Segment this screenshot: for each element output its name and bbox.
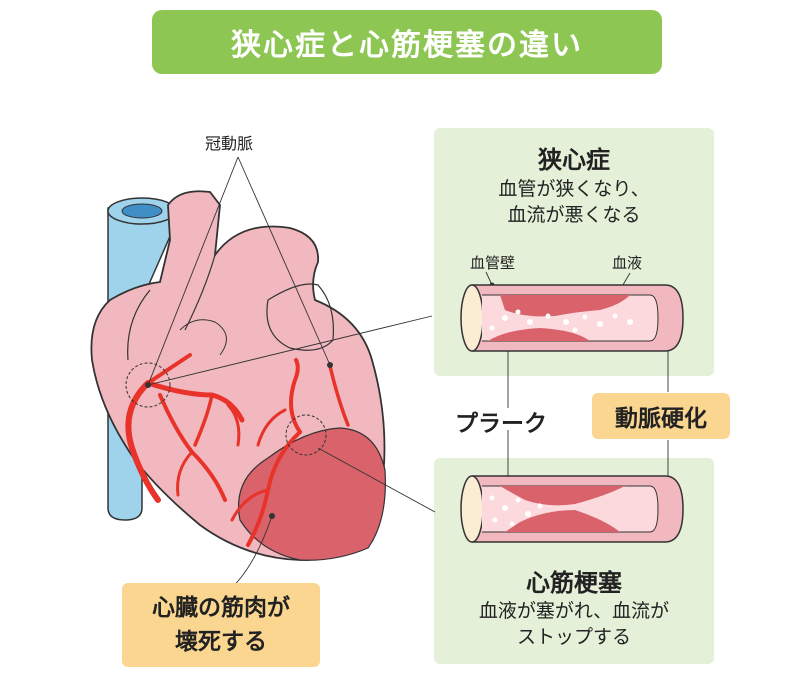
coronary-artery-label: 冠動脈 [205,134,254,153]
coronary-arteries [125,353,350,547]
title-banner: 狭心症と心筋梗塞の違い [152,10,662,74]
necrosis-label: 心臓の筋肉が 壊死する [122,583,320,667]
vessel-wall-label: 血管壁 [470,254,516,272]
callout-circle-infarction [285,414,327,456]
infarction-desc-line1: 血液が塞がれ、血流が [478,600,670,622]
arteriosclerosis-text: 動脈硬化 [615,406,707,432]
plaque-label: プラーク [455,411,547,437]
vessel-infarction [460,475,684,543]
angina-desc-line1: 血管が狭くなり、 [498,178,650,200]
infarction-heading: 心筋梗塞 [526,569,622,597]
callout-circle-angina [125,362,171,408]
angina-desc-line2: 血流が悪くなる [507,204,641,226]
necrosis-line1: 心臓の筋肉が [152,595,290,621]
angina-heading: 狭心症 [538,146,610,174]
blood-label: 血液 [612,254,643,272]
necrosis-line2: 壊死する [175,629,267,655]
heart [90,190,386,561]
vessel-angina [460,284,684,352]
page-title: 狭心症と心筋梗塞の違い [231,28,583,63]
infarction-description: 血液が塞がれ、血流が ストップする [434,598,714,650]
arteriosclerosis-label: 動脈硬化 [592,393,730,439]
angina-description: 血管が狭くなり、 血流が悪くなる [434,176,714,228]
infarction-desc-line2: ストップする [516,626,631,648]
